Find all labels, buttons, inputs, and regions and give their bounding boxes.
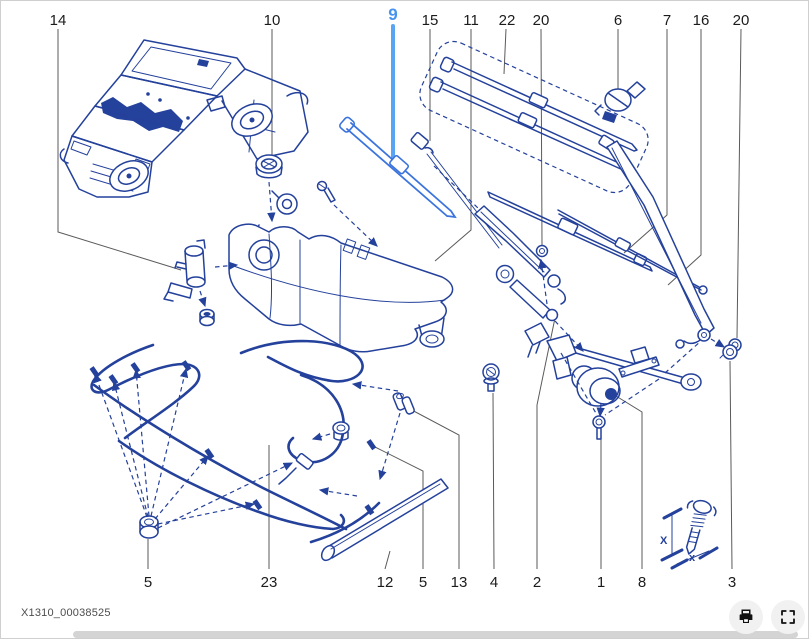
callout-15[interactable]: 15 [421,12,439,29]
callout-7[interactable]: 7 [662,12,672,29]
inset-dim-lower-label: x [689,552,696,564]
part-wiper-arm-short [474,205,566,305]
callout-16[interactable]: 16 [692,12,710,29]
part-wiper-pivot-linkage [495,258,584,358]
leader-lines [57,28,742,570]
screw-dimension-inset: X x [660,499,719,570]
part-washer-reservoir [228,223,454,353]
callout-6[interactable]: 6 [613,12,623,29]
print-icon [737,608,755,626]
figure-code: X1310_00038525 [21,607,111,619]
callout-5[interactable]: 5 [143,574,153,591]
part-tube [320,478,449,562]
inset-dim-upper-label: X [660,535,668,547]
callout-4[interactable]: 4 [489,574,499,591]
part-reservoir-cap [255,154,283,179]
part-grommet-pump [199,308,215,327]
part-hose-clip [139,515,159,539]
callout-13[interactable]: 13 [450,574,468,591]
part-clip-13 [392,392,415,415]
part-screw-grommet [482,363,500,392]
part-mount-bolt [592,415,606,440]
part-wiper-arm-long [598,134,715,349]
part-small-screw [316,180,336,203]
callout-1[interactable]: 1 [596,574,606,591]
callout-2[interactable]: 2 [532,574,542,591]
car-illustration [59,39,309,198]
print-button[interactable] [729,600,763,634]
part-wiper-blade-set [419,40,708,295]
callout-9[interactable]: 9 [388,5,398,24]
part-blade-adapter [410,131,503,249]
part-mount-nut [719,344,738,360]
callout-10[interactable]: 10 [263,12,281,29]
part-washer-pump [163,239,206,302]
callout-14[interactable]: 14 [49,12,67,29]
callout-22[interactable]: 22 [498,12,516,29]
callout-3[interactable]: 3 [727,574,737,591]
part-pivot-nut [535,244,549,258]
part-washer-nozzle [594,81,646,123]
callout-20[interactable]: 20 [532,12,550,29]
part-wiper-motor-linkage [546,328,726,418]
fullscreen-icon [779,608,797,626]
callout-20[interactable]: 20 [732,12,750,29]
callout-8[interactable]: 8 [637,574,647,591]
fullscreen-button[interactable] [771,600,805,634]
callout-5[interactable]: 5 [418,574,428,591]
part-wiper-blade-selected[interactable] [339,116,457,219]
install-arrows-fan [93,367,294,529]
horizontal-scrollbar[interactable] [73,631,798,638]
part-grommet-middle [332,421,350,441]
part-washer-hoses [89,339,381,544]
callout-12[interactable]: 12 [376,574,394,591]
callout-23[interactable]: 23 [260,574,278,591]
callout-11[interactable]: 11 [463,12,479,29]
